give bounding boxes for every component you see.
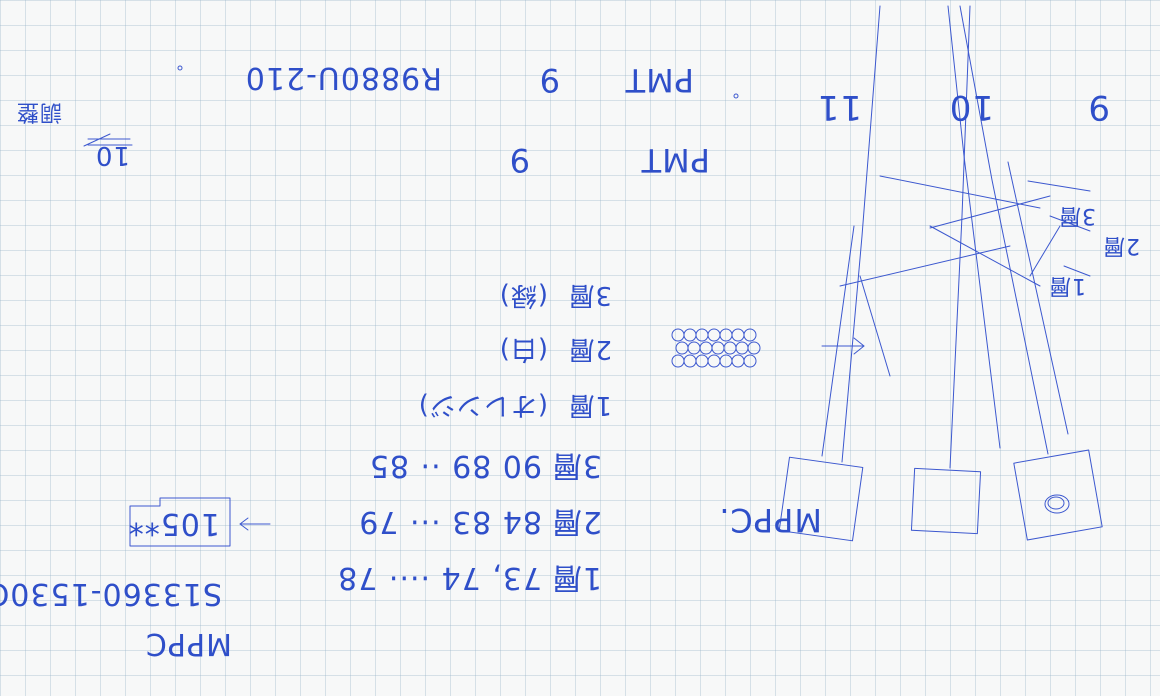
- fiber-line: [1029, 225, 1061, 277]
- tile-number-label: 10: [948, 87, 994, 127]
- strike-mark: [83, 133, 111, 147]
- pmt-model: R9880U-210: [244, 60, 442, 95]
- fiber-line: [959, 5, 1049, 455]
- tile-scribble: [1044, 494, 1070, 514]
- ink-dot: [177, 65, 183, 71]
- layer-row-label: 1層: [550, 560, 602, 595]
- fiber-line: [1007, 161, 1069, 435]
- layer-row-values: 90 89 ·· 85: [368, 448, 542, 483]
- layer-label: 3層: [1058, 203, 1096, 228]
- value-box: [129, 497, 231, 547]
- layer-label: 2層: [1102, 233, 1140, 258]
- fiber-line: [879, 175, 1041, 209]
- layer-row-label: 2層: [550, 504, 602, 539]
- fiber-line: [949, 5, 971, 469]
- ink-dot: [733, 93, 739, 99]
- fiber-bundle: [671, 328, 761, 368]
- fiber-line: [929, 225, 1041, 287]
- legend-label: 2層: [567, 334, 612, 364]
- legend-label: 3層: [567, 280, 612, 310]
- fiber-line: [841, 5, 881, 463]
- tile-box: [910, 467, 982, 535]
- tile-box: [778, 456, 864, 542]
- label-leader: [1063, 265, 1091, 277]
- arrow: [853, 337, 865, 355]
- layer-label: 1層: [1048, 273, 1086, 298]
- pmt-label: PMT: [640, 141, 710, 179]
- fiber-line: [859, 275, 891, 377]
- mppc-header: MPPC: [144, 626, 232, 661]
- pmt-label: PMT: [624, 61, 694, 99]
- layer-row-label: 3層: [550, 448, 602, 483]
- legend-label: 1層: [567, 390, 612, 420]
- tile-number-label: 11: [816, 87, 862, 127]
- tile-number-label: 9: [1087, 87, 1110, 127]
- fiber-line: [821, 225, 855, 457]
- tile-box: [1013, 449, 1103, 541]
- fiber-line: [929, 195, 1051, 229]
- mppc-label: MPPC.: [718, 501, 822, 539]
- remark-text: 調整: [15, 99, 62, 124]
- arrow: [239, 517, 249, 531]
- legend-note: (緑): [498, 280, 548, 310]
- legend-note: (オレンジ): [417, 390, 548, 420]
- fiber-line: [839, 245, 1011, 287]
- boxed-value: 105**: [127, 506, 220, 541]
- pmt-scratched-number: 10: [94, 140, 130, 170]
- fiber-line: [947, 5, 1001, 449]
- layer-row-values: 73, 74 ···· 78: [337, 560, 542, 595]
- legend-note: (白): [498, 334, 548, 364]
- layer-row-values: 84 83 ··· 79: [358, 504, 542, 539]
- tile-scribble: [1047, 496, 1065, 510]
- label-leader: [1027, 180, 1091, 192]
- label-leader: [1049, 215, 1091, 232]
- mppc-serial: S13360-1530CS: [0, 576, 222, 611]
- pmt-number: 9: [538, 61, 560, 99]
- pmt-number: 9: [508, 141, 530, 179]
